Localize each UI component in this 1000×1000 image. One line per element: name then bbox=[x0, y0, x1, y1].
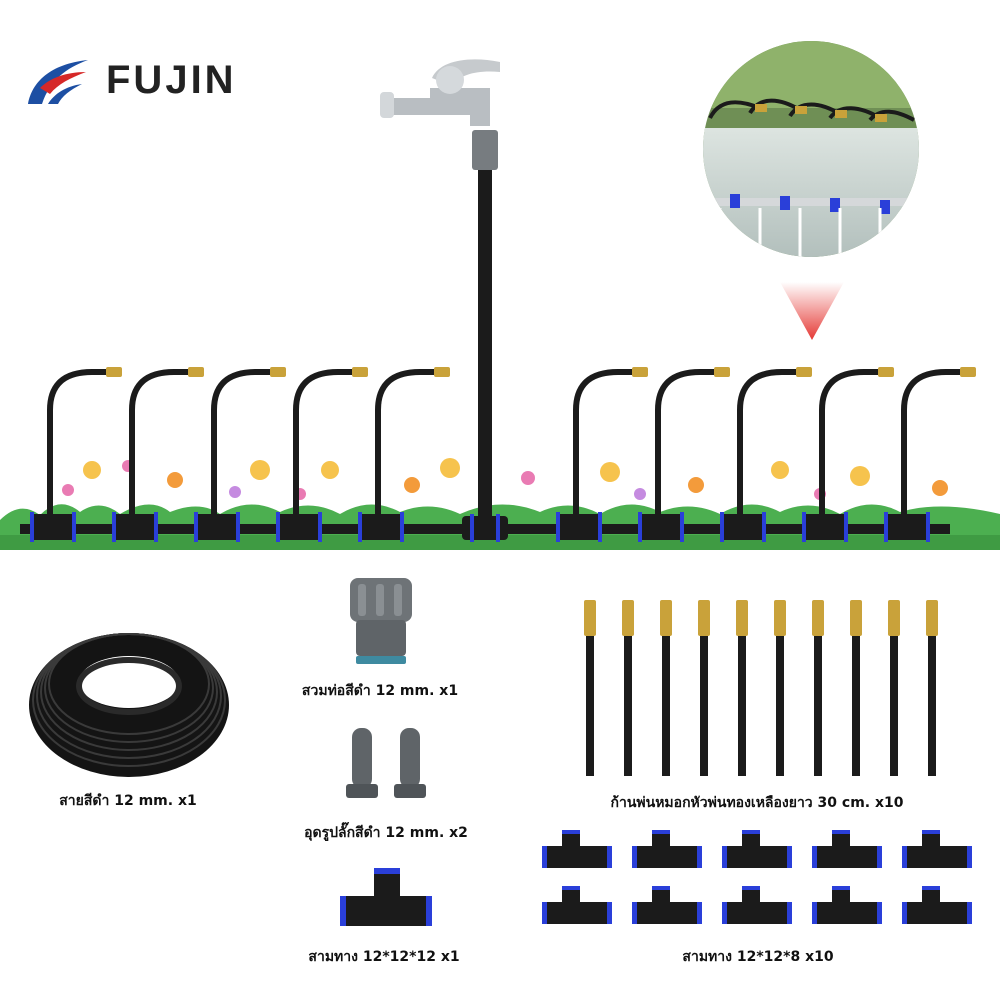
product-label: ก้านพ่นหมอกหัวพ่นทองเหลืองยาว 30 cm. x10 bbox=[610, 795, 904, 811]
down-arrow-icon bbox=[780, 282, 844, 340]
end-plug-icon bbox=[346, 728, 426, 798]
faucet-adapter-icon bbox=[350, 578, 412, 664]
mist-stem-icon bbox=[584, 600, 938, 776]
hose-coil-icon bbox=[29, 633, 229, 777]
product-label: สายสีดำ 12 mm. x1 bbox=[59, 793, 197, 809]
product-label: สวมท่อสีดำ 12 mm. x1 bbox=[301, 683, 459, 699]
product-label: อุดรูปลั๊กสีดำ 12 mm. x2 bbox=[304, 825, 468, 841]
tee-connector-icon bbox=[542, 830, 972, 924]
faucet-icon bbox=[380, 59, 500, 126]
fujin-logo-icon bbox=[28, 60, 88, 104]
tee-connector-icon bbox=[340, 868, 432, 926]
product-label: สามทาง 12*12*8 x10 bbox=[682, 949, 834, 965]
product-label: สามทาง 12*12*12 x1 bbox=[308, 949, 460, 965]
brand-name: FUJIN bbox=[106, 58, 237, 102]
